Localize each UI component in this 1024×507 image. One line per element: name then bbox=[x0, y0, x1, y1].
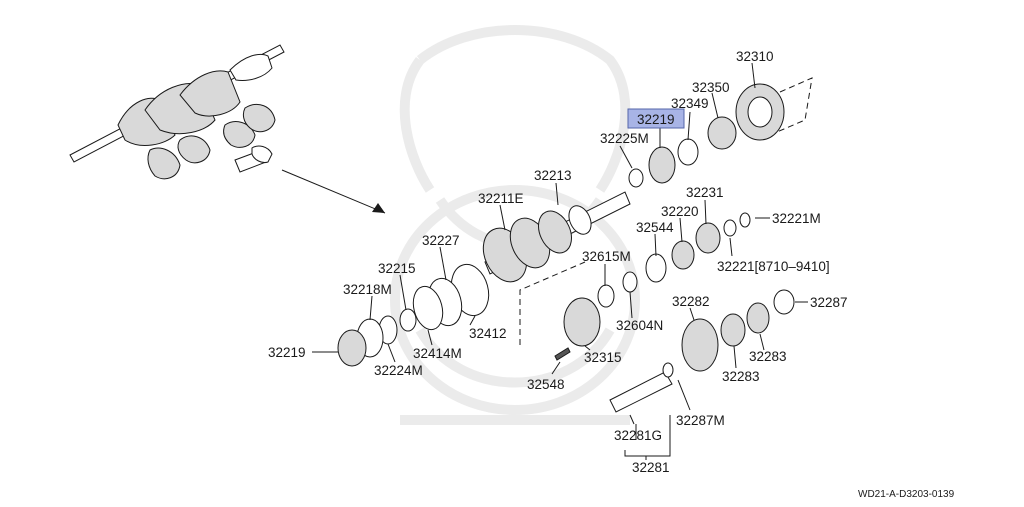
label-32604N[interactable]: 32604N bbox=[616, 318, 663, 333]
assembled-shaft-illustration bbox=[69, 44, 285, 180]
label-32412[interactable]: 32412 bbox=[469, 326, 507, 341]
label-32544[interactable]: 32544 bbox=[636, 220, 674, 235]
label-32227[interactable]: 32227 bbox=[422, 233, 460, 248]
label-32225M[interactable]: 32225M bbox=[600, 131, 649, 146]
label-32349[interactable]: 32349 bbox=[671, 96, 709, 111]
label-32219-highlighted[interactable]: 32219 bbox=[637, 112, 675, 127]
label-32218M[interactable]: 32218M bbox=[343, 282, 392, 297]
label-32281[interactable]: 32281 bbox=[632, 460, 670, 475]
diagram-code: WD21-A-D3203-0139 bbox=[858, 489, 955, 500]
main-shaft-parts bbox=[337, 83, 795, 425]
label-32283-right[interactable]: 32283 bbox=[749, 349, 787, 364]
leader-lines bbox=[312, 62, 808, 460]
label-32350[interactable]: 32350 bbox=[692, 80, 730, 95]
dashed-grouping bbox=[519, 77, 813, 345]
label-32220[interactable]: 32220 bbox=[661, 204, 699, 219]
label-32211E[interactable]: 32211E bbox=[478, 191, 524, 206]
direction-arrow bbox=[281, 169, 386, 214]
label-32315[interactable]: 32315 bbox=[584, 350, 622, 365]
label-32287-top[interactable]: 32287 bbox=[810, 295, 848, 310]
label-32287M[interactable]: 32287M bbox=[676, 413, 725, 428]
label-32231[interactable]: 32231 bbox=[686, 185, 724, 200]
label-32615M[interactable]: 32615M bbox=[582, 249, 631, 264]
label-32224M[interactable]: 32224M bbox=[374, 363, 423, 378]
label-32283-left[interactable]: 32283 bbox=[722, 369, 760, 384]
label-32414M[interactable]: 32414M bbox=[413, 346, 462, 361]
part-labels: 32310 32350 32349 32219 32225M 32213 322… bbox=[268, 49, 955, 500]
label-32221M[interactable]: 32221M bbox=[772, 211, 821, 226]
label-32310[interactable]: 32310 bbox=[736, 49, 774, 64]
watermark-logo bbox=[390, 25, 640, 425]
label-32219[interactable]: 32219 bbox=[268, 345, 306, 360]
label-32282[interactable]: 32282 bbox=[672, 294, 710, 309]
label-32281G[interactable]: 32281G bbox=[614, 428, 662, 443]
label-32548[interactable]: 32548 bbox=[527, 377, 565, 392]
label-32215[interactable]: 32215 bbox=[378, 261, 416, 276]
label-32221-range[interactable]: 32221[8710–9410] bbox=[717, 259, 830, 274]
highlight-box bbox=[627, 108, 685, 129]
label-32213[interactable]: 32213 bbox=[534, 168, 572, 183]
